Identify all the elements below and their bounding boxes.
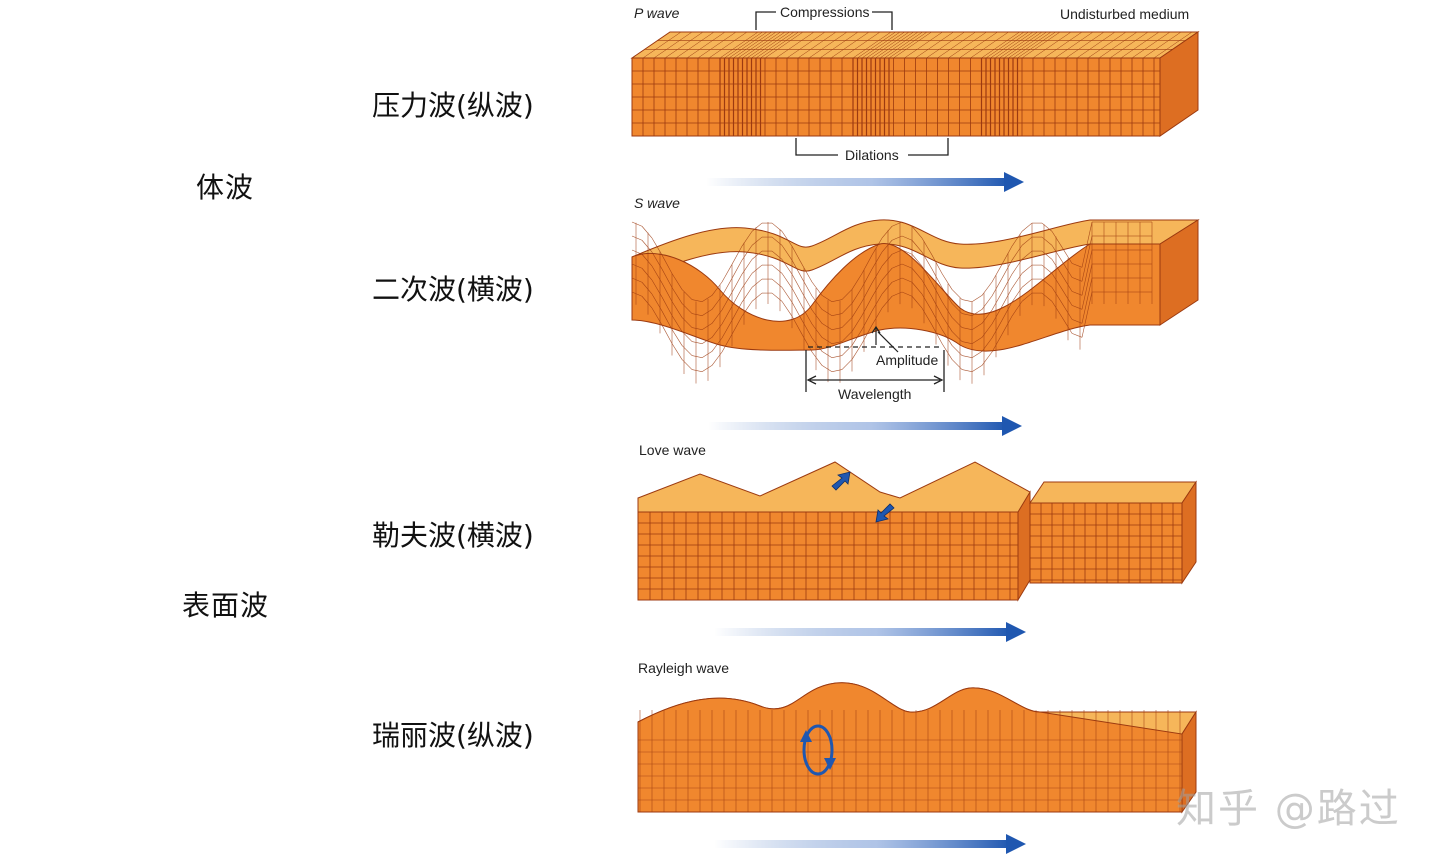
- amplitude-label: Amplitude: [876, 352, 939, 368]
- love-wave-title: Love wave: [639, 442, 706, 458]
- p-wave-cn-label: 压力波(纵波): [372, 89, 534, 122]
- love-propagation-arrow: [714, 622, 1026, 642]
- love-wave-block: [637, 461, 1197, 602]
- p-wave-block: [630, 31, 1200, 137]
- wavelength-marker: [805, 350, 945, 392]
- compressions-label: Compressions: [780, 4, 870, 20]
- rayleigh-orbit-icon: [800, 724, 836, 776]
- rayleigh-wave-title: Rayleigh wave: [638, 660, 730, 676]
- love-motion-arrow-down-icon: [875, 503, 895, 523]
- love-motion-arrow-up-icon: [831, 471, 851, 491]
- s-wave-block: [631, 219, 1200, 384]
- p-wave-title: P wave: [634, 5, 680, 21]
- category-surface-waves: 表面波: [182, 589, 270, 622]
- rayleigh-wave-block: [637, 682, 1197, 814]
- rayleigh-wave-cn-label: 瑞丽波(纵波): [372, 719, 534, 752]
- rayleigh-propagation-arrow: [714, 834, 1026, 854]
- s-propagation-arrow: [708, 416, 1022, 436]
- dilations-bracket: [795, 138, 949, 156]
- love-wave-cn-label: 勒夫波(横波): [372, 519, 534, 552]
- watermark: 知乎 @路过: [1176, 786, 1401, 832]
- s-wave-cn-label: 二次波(横波): [372, 273, 534, 306]
- dilations-label: Dilations: [845, 147, 899, 163]
- s-wave-title: S wave: [634, 195, 680, 211]
- compressions-bracket: [755, 11, 893, 30]
- wavelength-label: Wavelength: [838, 386, 912, 402]
- amplitude-marker: [808, 325, 940, 353]
- p-propagation-arrow: [706, 172, 1024, 192]
- undisturbed-medium-label: Undisturbed medium: [1060, 6, 1190, 22]
- category-body-waves: 体波: [196, 171, 255, 204]
